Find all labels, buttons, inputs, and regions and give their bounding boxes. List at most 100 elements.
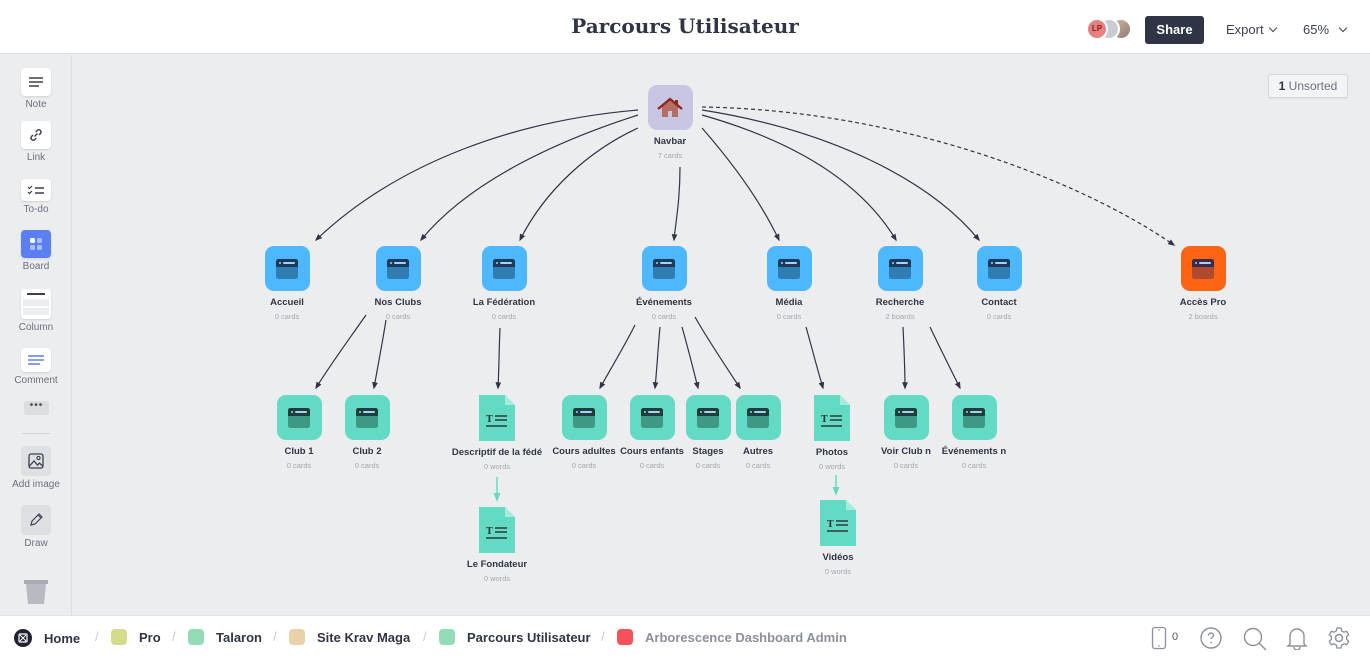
avatar[interactable]: LP <box>1086 18 1108 40</box>
breadcrumb-arborescence-dashboard-admin[interactable]: Arborescence Dashboard Admin <box>617 629 847 645</box>
breadcrumb-home[interactable]: Home <box>14 629 80 647</box>
tool-link[interactable]: Link <box>0 121 71 163</box>
breadcrumb-pro[interactable]: Pro <box>111 629 161 645</box>
node-title: Nos Clubs <box>374 297 422 308</box>
svg-text:T: T <box>821 415 828 425</box>
document-icon: T <box>814 395 850 441</box>
node-title: Événements <box>636 297 692 308</box>
board-color-swatch <box>289 629 305 645</box>
node-title: Cours adultes <box>552 446 616 457</box>
node-meta: 2 boards <box>1188 312 1218 321</box>
trash-icon[interactable] <box>24 579 48 605</box>
share-button[interactable]: Share <box>1145 16 1204 44</box>
board-color-swatch <box>439 629 455 645</box>
help-icon[interactable] <box>1199 626 1223 655</box>
node-meta: 0 cards <box>571 461 597 470</box>
node-meta: 0 cards <box>695 461 721 470</box>
export-menu[interactable]: Export <box>1226 22 1277 37</box>
tool-label: Draw <box>24 538 48 549</box>
tool-board[interactable]: Board <box>0 230 71 272</box>
link-icon <box>21 121 51 149</box>
tool-label: Column <box>18 322 54 333</box>
board-title[interactable]: Parcours Utilisateur <box>571 14 799 38</box>
node-coursenfants[interactable]: Cours enfants 0 cards <box>597 395 707 470</box>
search-icon[interactable] <box>1242 626 1268 657</box>
chevron-down-icon <box>1268 23 1277 33</box>
home-logo-icon <box>14 629 32 647</box>
zoom-menu[interactable]: 65% <box>1303 22 1348 37</box>
svg-text:T: T <box>486 415 493 425</box>
board-icon <box>481 246 527 291</box>
node-accueil[interactable]: Accueil 0 cards <box>232 246 342 321</box>
board-icon <box>344 395 390 440</box>
tool-label: Note <box>25 99 47 110</box>
node-navbar[interactable]: Navbar 7 cards <box>615 85 725 160</box>
node-title: La Fédération <box>472 297 536 308</box>
breadcrumb-label: Parcours Utilisateur <box>467 629 591 645</box>
node-coursadultes[interactable]: Cours adultes 0 cards <box>529 395 639 470</box>
home-icon <box>647 85 693 130</box>
more-tools-button[interactable]: ••• <box>24 401 49 415</box>
breadcrumb-label: Home <box>44 630 81 646</box>
node-meta: 0 words <box>483 462 511 471</box>
node-title: Stages <box>692 446 724 457</box>
tool-draw[interactable]: Draw <box>0 505 71 549</box>
tool-column[interactable]: Column <box>0 289 71 333</box>
board-icon <box>375 246 421 291</box>
node-meta: 0 words <box>824 567 852 576</box>
board-icon <box>883 395 929 440</box>
tool-note[interactable]: Note <box>0 68 71 110</box>
node-title: Accueil <box>270 297 304 308</box>
node-meta: 0 cards <box>961 461 987 470</box>
node-meta: 0 cards <box>893 461 919 470</box>
breadcrumb-parcours-utilisateur[interactable]: Parcours Utilisateur <box>439 629 591 645</box>
breadcrumb-label: Arborescence Dashboard Admin <box>645 629 847 645</box>
tool-add-image[interactable]: Add image <box>0 446 71 490</box>
svg-text:T: T <box>827 520 834 530</box>
board-icon <box>561 395 607 440</box>
node-title: Descriptif de la fédé <box>451 447 543 458</box>
breadcrumb-separator: / <box>601 629 605 644</box>
export-label: Export <box>1226 22 1264 37</box>
breadcrumb-label: Pro <box>139 629 161 645</box>
board-icon <box>877 246 923 291</box>
unsorted-button[interactable]: 1 Unsorted <box>1268 74 1348 98</box>
collaborators[interactable]: LP <box>1086 18 1136 42</box>
node-title: Contact <box>981 297 1017 308</box>
device-icon[interactable] <box>1151 626 1167 655</box>
node-descriptif[interactable]: T Descriptif de la fédé 0 words <box>442 395 552 471</box>
tool-todo[interactable]: To-do <box>0 179 71 215</box>
tool-label: Link <box>26 152 46 163</box>
board-icon <box>21 230 51 258</box>
image-icon <box>21 446 51 476</box>
node-meta: 0 cards <box>639 461 665 470</box>
node-stages[interactable]: Stages 0 cards <box>653 395 763 470</box>
tool-label: To-do <box>23 204 49 215</box>
breadcrumb-talaron[interactable]: Talaron <box>188 629 262 645</box>
settings-icon[interactable] <box>1327 626 1351 655</box>
comment-icon <box>21 348 51 372</box>
board-color-swatch <box>617 629 633 645</box>
node-meta: 0 cards <box>274 312 300 321</box>
tool-comment[interactable]: Comment <box>0 348 71 386</box>
breadcrumb-site-krav-maga[interactable]: Site Krav Maga <box>289 629 410 645</box>
notifications-icon[interactable] <box>1286 626 1308 655</box>
svg-text:T: T <box>486 527 493 537</box>
node-title: Cours enfants <box>620 446 684 457</box>
device-count: 0 <box>1172 631 1179 643</box>
